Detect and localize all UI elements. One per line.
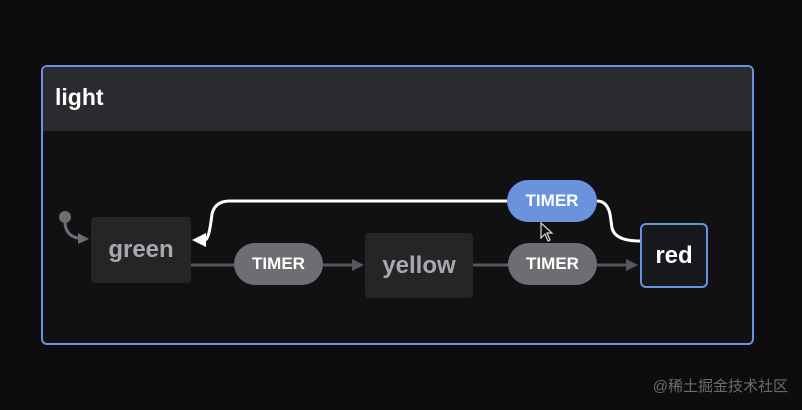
event-timer-yellow-to-red[interactable]: TIMER [508,243,597,285]
edge-event3-to-green [204,199,507,242]
event-timer-red-to-green[interactable]: TIMER [507,180,597,222]
event-timer-green-to-yellow[interactable]: TIMER [234,243,323,285]
arrowhead-green [192,233,206,247]
mouse-pointer-icon [540,222,554,242]
initial-transition-edge [63,222,79,240]
machine-header: light [43,67,752,131]
machine-title: light [55,84,104,110]
initial-arrowhead [78,233,89,244]
arrowhead-red [626,259,638,271]
machine-light[interactable]: light [41,65,754,345]
state-red[interactable]: red [640,223,708,288]
state-green[interactable]: green [91,217,191,283]
arrowhead-yellow [352,259,364,271]
initial-state-dot [59,211,71,223]
state-yellow[interactable]: yellow [365,233,473,298]
edge-red-to-event3 [596,199,641,243]
watermark: @稀土掘金技术社区 [652,378,788,395]
